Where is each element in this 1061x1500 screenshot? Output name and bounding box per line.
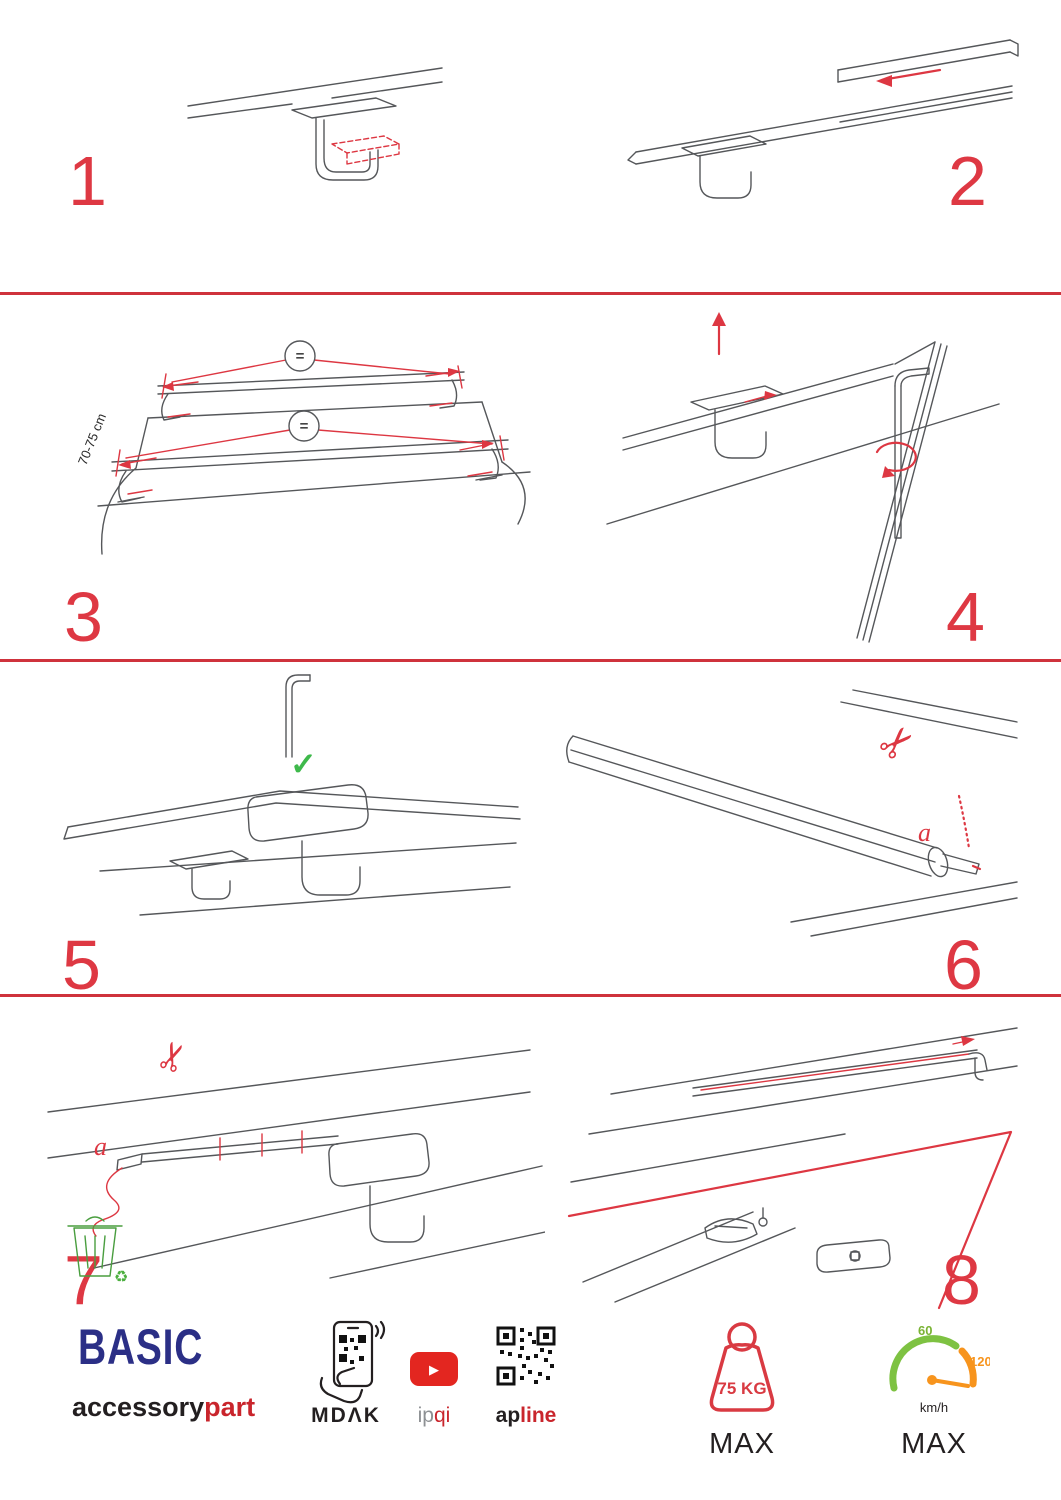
qr-label: apline	[480, 1404, 572, 1428]
weight-limit-icon: 75 KG	[709, 1322, 775, 1412]
step-7-illustration: ♻	[47, 1049, 545, 1286]
phone-qr-label: MDΛK	[311, 1404, 381, 1427]
step-3-illustration: = = 70-75 cm	[75, 340, 531, 555]
speed-120-label: 120	[970, 1354, 990, 1369]
phone-qr-scan-icon	[319, 1320, 386, 1404]
youtube-label: ipqi	[402, 1404, 466, 1428]
weight-max-label: MAX	[709, 1428, 775, 1460]
cut-label-a: a	[94, 1132, 107, 1161]
step-2-number: 2	[948, 142, 987, 220]
speed-60-label: 60	[918, 1323, 932, 1338]
play-icon: ▶	[429, 1361, 439, 1377]
speed-max-label: MAX	[901, 1428, 967, 1460]
step-1-number: 1	[68, 142, 107, 220]
step-6-number: 6	[944, 926, 983, 1004]
youtube-label-right: qi	[434, 1404, 451, 1427]
speed-unit-label: km/h	[920, 1400, 948, 1415]
step-8-number: 8	[942, 1241, 981, 1319]
qr-label-right: line	[520, 1404, 557, 1427]
check-icon: ✓	[290, 746, 317, 782]
brand-subtitle-right: part	[204, 1392, 256, 1422]
qr-label-left: ap	[495, 1404, 521, 1427]
brand-subtitle-left: accessory	[72, 1392, 205, 1422]
cut-label-a: a	[918, 818, 931, 847]
step-1-illustration	[187, 67, 443, 181]
step-8-illustration	[567, 1027, 1018, 1310]
step-2-illustration	[627, 39, 1019, 199]
qr-code	[496, 1326, 556, 1386]
step-5-number: 5	[62, 926, 101, 1004]
step-4-number: 4	[946, 578, 985, 656]
equals-badge-1: =	[296, 348, 305, 365]
youtube-icon: ▶	[410, 1352, 458, 1386]
step-7-number: 7	[64, 1241, 103, 1319]
section-divider-1	[0, 292, 1061, 295]
step-4-illustration	[606, 312, 1000, 643]
brand-subtitle: accessorypart	[72, 1392, 255, 1423]
step-5-illustration	[63, 674, 521, 916]
step-6-illustration	[566, 689, 1018, 937]
brand-logo: BASIC	[78, 1319, 204, 1375]
recycle-icon: ♻	[114, 1269, 128, 1286]
step-3-number: 3	[64, 578, 103, 656]
speed-limit-icon: 60 120 km/h	[889, 1323, 990, 1415]
trash-bin-icon: ♻	[67, 1216, 128, 1286]
youtube-label-left: ip	[417, 1404, 434, 1427]
equals-badge-2: =	[300, 418, 309, 435]
weight-value: 75 KG	[717, 1379, 766, 1398]
section-divider-2	[0, 659, 1061, 662]
section-divider-3	[0, 994, 1061, 997]
